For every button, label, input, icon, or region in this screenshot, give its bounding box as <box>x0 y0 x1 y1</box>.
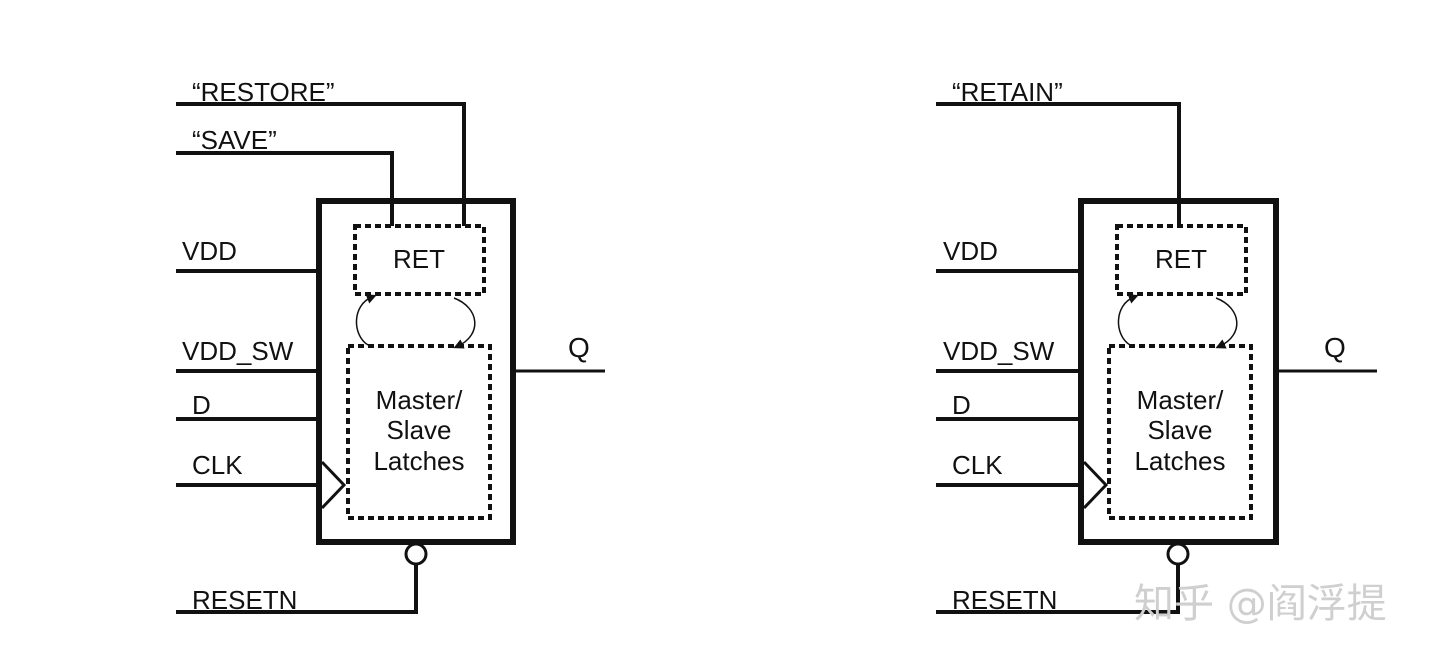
right-vdd-sw-label: VDD_SW <box>943 336 1055 366</box>
right-latch-line-3: Latches <box>1134 446 1225 476</box>
right-resetn-bubble <box>1166 542 1190 566</box>
left-ret-box <box>353 224 486 296</box>
right-retain-label: “RETAIN” <box>952 77 1063 107</box>
left-restore-label: “RESTORE” <box>192 77 335 107</box>
right-resetn-wire <box>936 564 1180 614</box>
left-clock-triangle <box>320 460 347 510</box>
left-latch-line-3: Latches <box>373 446 464 476</box>
right-latch-line-1: Master/ <box>1137 385 1224 415</box>
right-transfer-arrow-up <box>1117 294 1139 346</box>
right-q-label: Q <box>1324 332 1346 363</box>
right-transfer-arrow-down <box>1215 297 1238 349</box>
left-resetn-bubble <box>404 542 428 566</box>
right-ret-label: RET <box>1155 244 1207 274</box>
right-diagram: RET Master/ Slave Latches “RETAIN” VDD V… <box>936 77 1377 615</box>
watermark: 知乎 @阎浮提 <box>1134 581 1387 627</box>
left-latches-box <box>346 344 492 520</box>
left-transfer-arrow-up <box>355 294 377 346</box>
right-clk-label: CLK <box>952 450 1003 480</box>
left-vdd-sw-label: VDD_SW <box>182 336 294 366</box>
right-vdd-label: VDD <box>943 236 998 266</box>
left-diagram: RET Master/ Slave Latches “RESTORE” “SAV… <box>176 77 605 615</box>
left-clk-label: CLK <box>192 450 243 480</box>
right-ret-box <box>1115 224 1248 296</box>
right-retain-wire <box>936 102 1181 226</box>
right-latch-line-2: Slave <box>1147 415 1212 445</box>
right-d-label: D <box>952 390 971 420</box>
left-resetn-wire <box>176 564 418 614</box>
left-ret-label: RET <box>393 244 445 274</box>
left-save-label: “SAVE” <box>192 125 277 155</box>
left-vdd-label: VDD <box>182 236 237 266</box>
left-latch-line-2: Slave <box>386 415 451 445</box>
right-clock-triangle <box>1082 460 1109 510</box>
right-latches-box <box>1107 344 1253 520</box>
left-latch-line-1: Master/ <box>376 385 463 415</box>
left-transfer-arrow-down <box>453 297 476 349</box>
left-resetn-label: RESETN <box>192 585 297 615</box>
right-resetn-label: RESETN <box>952 585 1057 615</box>
left-save-wire <box>176 151 394 226</box>
left-q-label: Q <box>568 332 590 363</box>
left-restore-wire <box>176 102 466 226</box>
left-d-label: D <box>192 390 211 420</box>
